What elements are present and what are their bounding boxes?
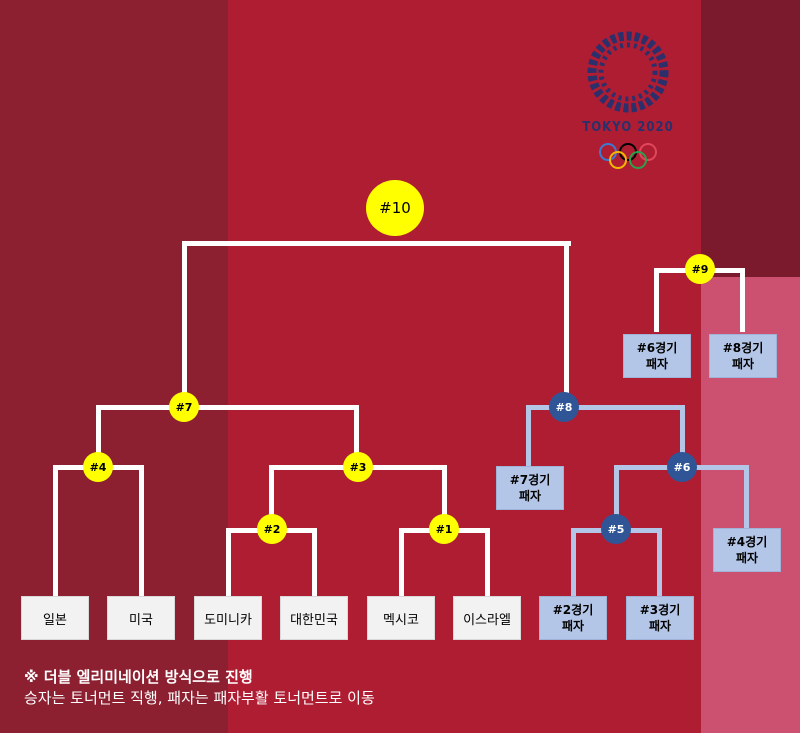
logo-text: TOKYO 2020 — [582, 120, 674, 135]
game-node-7: #7 — [169, 392, 199, 422]
olympic-rings-icon — [599, 143, 657, 169]
bracket-line — [182, 241, 571, 246]
bracket-line — [526, 405, 531, 467]
loser-slot-game8: #8경기 패자 — [709, 334, 777, 378]
bracket-line — [53, 465, 58, 597]
bracket-line — [96, 405, 101, 467]
game-node-6: #6 — [667, 452, 697, 482]
game-node-1: #1 — [429, 514, 459, 544]
team-mexico: 멕시코 — [367, 596, 435, 640]
bracket-line — [485, 528, 490, 597]
loser-slot-game6: #6경기 패자 — [623, 334, 691, 378]
bracket-line — [571, 528, 576, 597]
loser-slot-game2: #2경기 패자 — [539, 596, 607, 640]
game-node-4: #4 — [83, 452, 113, 482]
bracket-line — [226, 528, 231, 597]
game-node-2: #2 — [257, 514, 287, 544]
format-note-title: ※ 더블 엘리미네이션 방식으로 진행 — [24, 668, 253, 686]
game-node-3: #3 — [343, 452, 373, 482]
team-israel: 이스라엘 — [453, 596, 521, 640]
bracket-line — [740, 268, 745, 332]
bracket-line — [564, 241, 569, 405]
loser-slot-game7: #7경기 패자 — [496, 466, 564, 510]
bracket-line — [526, 405, 685, 410]
bracket-line — [657, 528, 662, 597]
team-dominican: 도미니카 — [194, 596, 262, 640]
bracket-line — [680, 405, 685, 467]
game-node-9: #9 — [685, 254, 715, 284]
bracket-line — [744, 465, 749, 529]
bracket-line — [269, 465, 274, 527]
bracket-line — [139, 465, 144, 597]
bracket-line — [96, 405, 359, 410]
right-top-panel — [701, 0, 800, 277]
game-node-8: #8 — [549, 392, 579, 422]
loser-slot-game4: #4경기 패자 — [713, 528, 781, 572]
bracket-line — [312, 528, 317, 597]
tokyo-2020-emblem-icon — [587, 31, 669, 113]
team-korea: 대한민국 — [280, 596, 348, 640]
game-node-final: #10 — [366, 180, 424, 236]
team-usa: 미국 — [107, 596, 175, 640]
format-note-detail: 승자는 토너먼트 직행, 패자는 패자부활 토너먼트로 이동 — [24, 689, 375, 707]
loser-slot-game3: #3경기 패자 — [626, 596, 694, 640]
bracket-line — [354, 405, 359, 467]
team-japan: 일본 — [21, 596, 89, 640]
bracket-line — [442, 465, 447, 527]
bracket-line — [182, 241, 187, 405]
game-node-5: #5 — [601, 514, 631, 544]
bracket-line — [399, 528, 404, 597]
bracket-line — [654, 268, 659, 332]
bracket-line — [614, 465, 619, 528]
